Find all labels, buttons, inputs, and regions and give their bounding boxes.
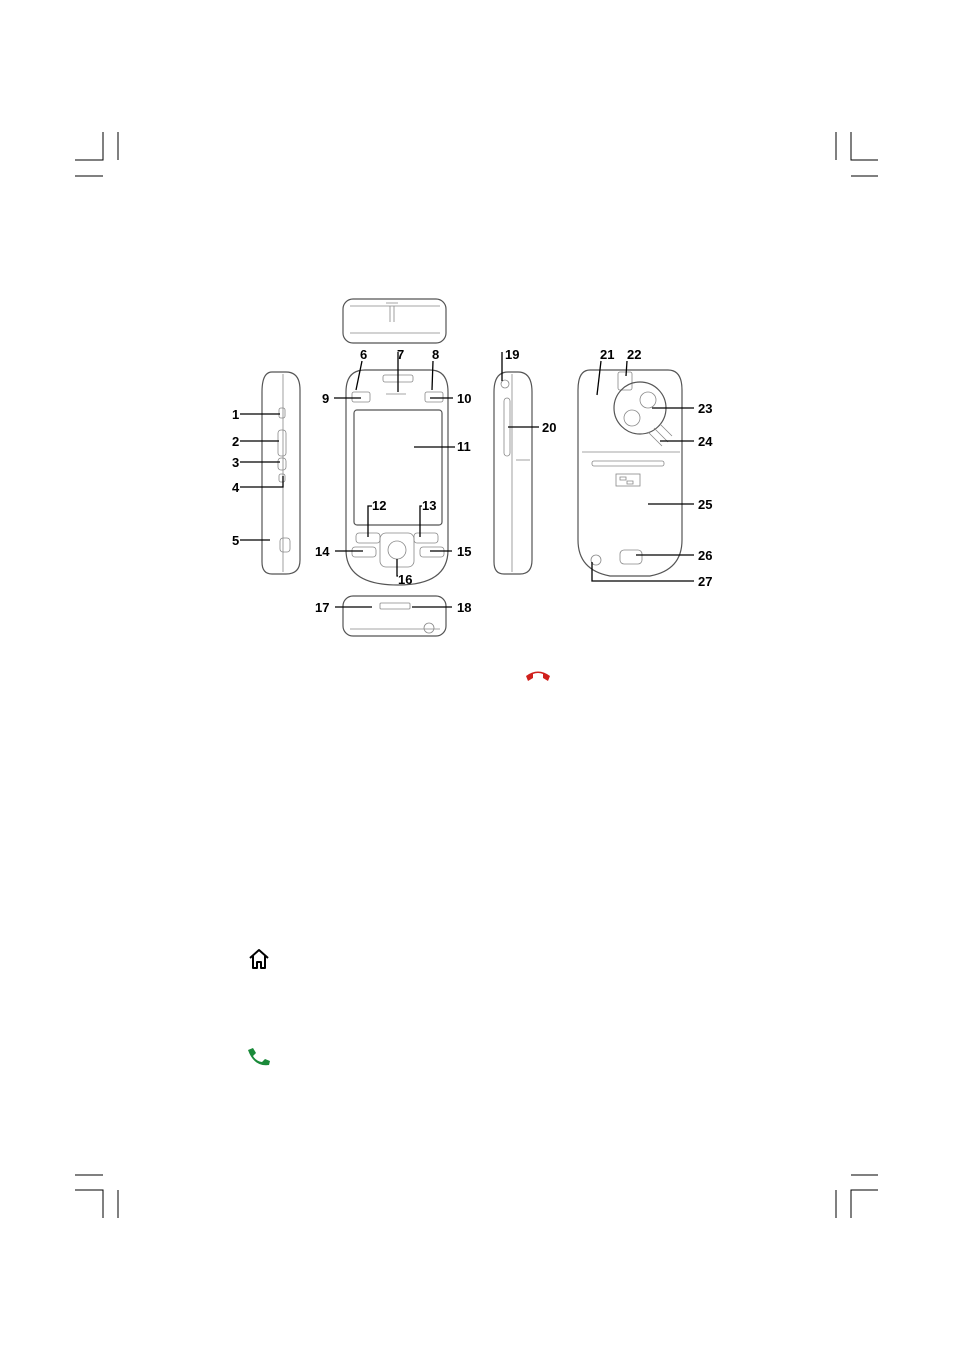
device-front-view [346,370,448,585]
callout-7: 7 [397,347,404,362]
home-icon [250,950,268,968]
callout-23: 23 [698,401,712,416]
callout-5: 5 [232,533,239,548]
device-right-view [494,372,532,574]
callout-12: 12 [372,498,386,513]
callout-24: 24 [698,434,713,449]
callout-18: 18 [457,600,471,615]
callout-13: 13 [422,498,436,513]
callout-17: 17 [315,600,329,615]
callout-27: 27 [698,574,712,589]
crop-marks [75,132,878,1218]
callout-11: 11 [457,439,471,454]
device-left-view [262,372,300,574]
callout-6: 6 [360,347,367,362]
callout-10: 10 [457,391,471,406]
callout-20: 20 [542,420,556,435]
callout-15: 15 [457,544,471,559]
callout-labels: 1 2 3 4 5 6 7 8 9 10 11 12 13 14 15 16 1… [232,347,713,615]
callout-1: 1 [232,407,239,422]
callout-22: 22 [627,347,641,362]
callout-3: 3 [232,455,239,470]
call-icon [248,1048,270,1065]
callout-9: 9 [322,391,329,406]
callout-26: 26 [698,548,712,563]
callout-8: 8 [432,347,439,362]
callout-25: 25 [698,497,712,512]
callout-2: 2 [232,434,239,449]
callout-4: 4 [232,480,240,495]
end-call-icon [526,672,550,682]
callout-16: 16 [398,572,412,587]
device-bottom-view [343,596,446,636]
callout-14: 14 [315,544,330,559]
device-top-view [343,299,446,343]
device-back-view [578,370,682,576]
callout-21: 21 [600,347,614,362]
callout-19: 19 [505,347,519,362]
